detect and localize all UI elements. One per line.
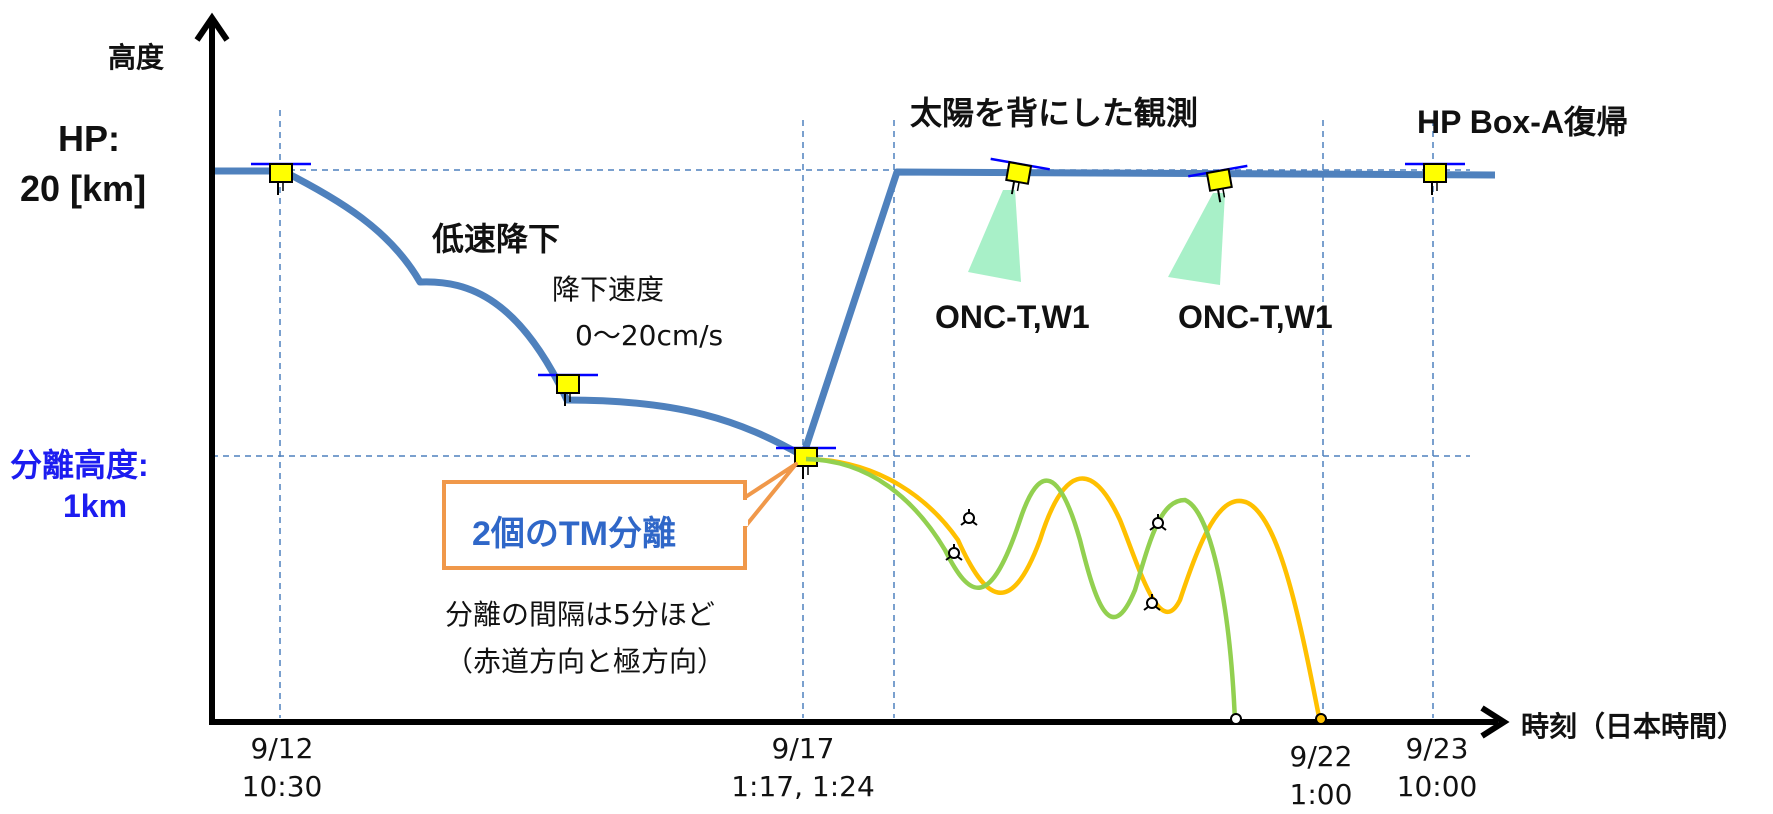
- spacecraft-altitude-path: [215, 167, 1496, 460]
- descent-speed-value: 0～20cm/s: [575, 319, 724, 352]
- separation-direction-label: （赤道方向と極方向）: [445, 645, 726, 678]
- tick-0922: 9/22 1:00: [1276, 738, 1366, 814]
- callout-pointer: [742, 462, 798, 530]
- onc-label-2: ONC-T,W1: [1178, 299, 1333, 335]
- tick-0923: 9/23 10:00: [1392, 730, 1482, 806]
- target-marker-icon: [1315, 713, 1327, 725]
- tick-0917: 9/17 1:17, 1:24: [728, 730, 878, 806]
- x-axis-label: 時刻（日本時間）: [1521, 710, 1746, 743]
- tick-time: 10:30: [241, 770, 323, 803]
- slow-descent-label: 低速降下: [432, 221, 561, 257]
- tm-trajectory-orange: [805, 456, 1323, 723]
- y-axis-arrow: [194, 12, 230, 42]
- tick-time: 10:00: [1396, 770, 1478, 803]
- separation-interval-label: 分離の間隔は5分ほど: [445, 598, 715, 631]
- hp-label-line1: HP:: [58, 118, 120, 159]
- tm-separation-label: 2個のTM分離: [472, 515, 676, 553]
- descent-speed-label: 降下速度: [552, 273, 665, 306]
- separation-altitude-label-line1: 分離高度:: [10, 447, 149, 483]
- target-marker-icon: [1230, 713, 1242, 725]
- axes: [194, 12, 1510, 739]
- observation-cone: [1168, 193, 1225, 285]
- hp-label-line2: 20 [km]: [20, 168, 147, 209]
- tm-separation-callout: 2個のTM分離: [442, 480, 747, 570]
- sun-behind-observation-label: 太陽を背にした観測: [910, 95, 1199, 131]
- tm-trajectory-green: [805, 456, 1238, 723]
- spacecraft-icon: [1403, 162, 1467, 197]
- callout-joint: [742, 500, 748, 526]
- guide-lines: [212, 110, 1470, 718]
- y-axis-label: 高度: [108, 41, 165, 74]
- tick-time: 1:00: [1289, 778, 1353, 811]
- tick-date: 9/17: [771, 732, 835, 765]
- target-marker-icon: [960, 508, 978, 526]
- hp-return-label: HP Box-A復帰: [1417, 104, 1628, 140]
- tick-date: 9/23: [1405, 732, 1469, 765]
- onc-label-1: ONC-T,W1: [935, 299, 1090, 335]
- tick-date: 9/12: [250, 732, 314, 765]
- x-axis-arrow: [1480, 705, 1510, 739]
- tick-time: 1:17, 1:24: [731, 770, 875, 803]
- spacecraft-icon: [984, 157, 1052, 202]
- tick-0912: 9/12 10:30: [232, 730, 332, 806]
- observation-cone: [968, 190, 1021, 282]
- target-marker-icon: [1143, 593, 1161, 611]
- separation-altitude-label-line2: 1km: [63, 488, 128, 524]
- tick-date: 9/22: [1289, 740, 1353, 773]
